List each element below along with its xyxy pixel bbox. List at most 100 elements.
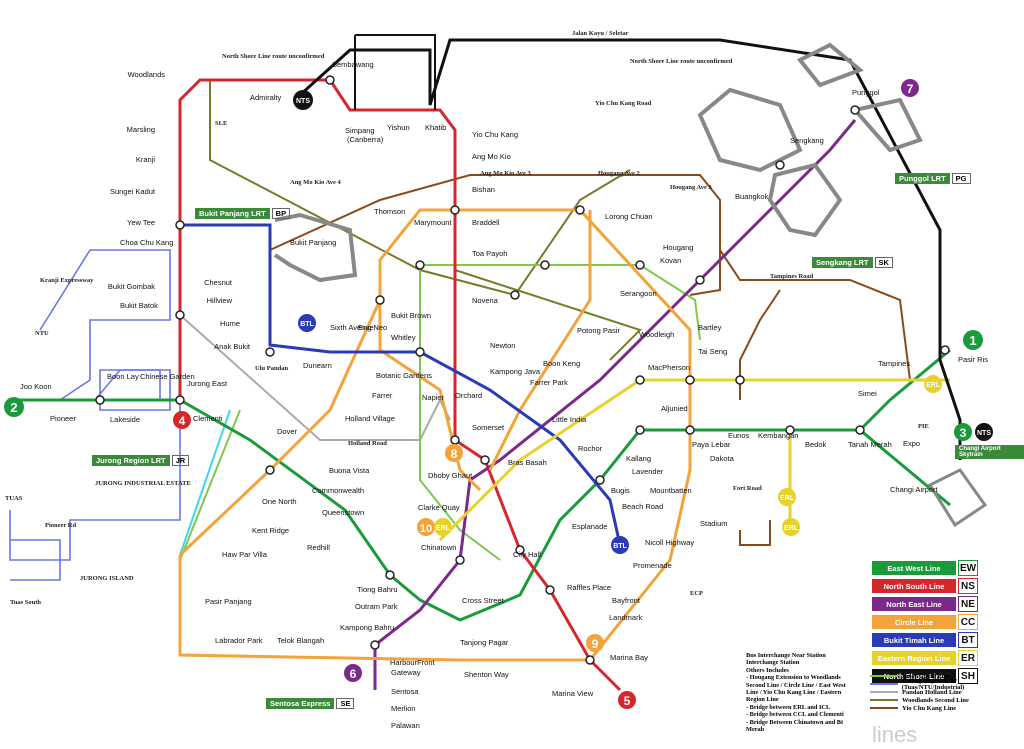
station-label: One North bbox=[262, 497, 297, 506]
station-label: Haw Par Villa bbox=[222, 550, 268, 559]
station-label: Tai Seng bbox=[698, 347, 727, 356]
minor-legend-swatch bbox=[870, 706, 898, 710]
station-label: Simpang bbox=[345, 126, 375, 135]
station-label: Tampines bbox=[878, 359, 910, 368]
station-label: Chesnut bbox=[204, 278, 233, 287]
svg-text:ERL: ERL bbox=[926, 382, 941, 389]
station-label: Orchard bbox=[455, 391, 482, 400]
station-label: Woodleigh bbox=[639, 330, 674, 339]
badge-2: 2 bbox=[10, 400, 17, 415]
station-label: Sentosa bbox=[391, 687, 419, 696]
station-label: Kovan bbox=[660, 256, 681, 265]
station-label: Khatib bbox=[425, 123, 446, 132]
station-label: Kranji bbox=[136, 155, 156, 164]
minor-legend-swatch bbox=[870, 698, 898, 702]
minor-legend-row: Inner Circle Line bbox=[870, 672, 1020, 680]
badge-3: 3 bbox=[960, 426, 967, 440]
minor-legend-swatch bbox=[870, 690, 898, 694]
bukit-timah-line bbox=[180, 223, 622, 546]
punggol-lrt-east bbox=[851, 97, 923, 153]
legend-line-code: SH bbox=[958, 668, 978, 684]
station-label: Bukit Brown bbox=[391, 311, 431, 320]
minor-legend-row: Pandan Holland Line bbox=[870, 688, 1020, 696]
station-label: Redhill bbox=[307, 543, 330, 552]
circle-line-branch bbox=[378, 300, 482, 492]
road-labels: North Shore Line route unconfirmedNorth … bbox=[5, 30, 929, 606]
station-label: Marina View bbox=[552, 689, 594, 698]
station-label: Anak Bukit bbox=[214, 342, 251, 351]
legend-line-label: Circle Line bbox=[872, 615, 956, 629]
road-label: Holland Road bbox=[348, 440, 387, 447]
legend-line-code: ER bbox=[958, 650, 978, 666]
badge-7: 7 bbox=[907, 82, 914, 96]
station-label: Tanjong Pagar bbox=[460, 638, 509, 647]
station-label: Promenade bbox=[633, 561, 672, 570]
station-label: Napier bbox=[422, 393, 445, 402]
road-label: Pioneer Rd bbox=[45, 522, 76, 529]
station-label: Kampong Bahru bbox=[340, 623, 394, 632]
station-label: Cross Street bbox=[462, 596, 505, 605]
station-label: Lakeside bbox=[110, 415, 140, 424]
road-label: Hougang Ave 3 bbox=[670, 184, 713, 191]
station-label: Joo Koon bbox=[20, 382, 52, 391]
station-label: Queenstown bbox=[322, 508, 364, 517]
minor-legend-label: Yio Chu Kang Line bbox=[902, 704, 957, 712]
station-label: Punggol bbox=[852, 88, 880, 97]
station-label: Dover bbox=[277, 427, 298, 436]
station-label: Bras Basah bbox=[508, 458, 547, 467]
road-label: Ang Mo Kio Ave 4 bbox=[290, 179, 342, 186]
station-label: MacPherson bbox=[648, 363, 690, 372]
minor-legend-swatch bbox=[870, 674, 898, 678]
note-line: Line / Yio Chu Kang Line / Eastern bbox=[746, 689, 842, 697]
road-label: TUAS bbox=[5, 495, 23, 502]
station-label: (Canberra) bbox=[347, 135, 384, 144]
station-label: Sixth Avenue bbox=[330, 323, 374, 332]
interchanges bbox=[95, 75, 950, 665]
badge-4: 4 bbox=[179, 414, 186, 428]
station-label: Yishun bbox=[387, 123, 410, 132]
road-label: Ulu Pandan bbox=[255, 365, 288, 372]
bukit-panjang-lrt-label: Bukit Panjang LRT bbox=[195, 208, 270, 219]
station-label: Eng Neo bbox=[358, 323, 387, 332]
station-label: Shenton Way bbox=[464, 670, 509, 679]
station-label: Thomson bbox=[374, 207, 405, 216]
station-label: Buangkok bbox=[735, 192, 769, 201]
station-label: Choa Chu Kang bbox=[120, 238, 173, 247]
station-label: Kampong Java bbox=[490, 367, 541, 376]
station-label: Hougang bbox=[663, 243, 693, 252]
svg-text:NTS: NTS bbox=[296, 98, 310, 105]
station-label: Dunearn bbox=[303, 361, 332, 370]
station-label: Sembawang bbox=[332, 60, 374, 69]
legend-line-label: North Shore Line bbox=[872, 669, 956, 683]
legend-line-code: NE bbox=[958, 596, 978, 612]
badge-8: 8 bbox=[451, 447, 458, 461]
svg-text:ERL: ERL bbox=[780, 495, 795, 502]
minor-legend-row: Woodlands Second Line bbox=[870, 696, 1020, 704]
station-label: Tanah Merah bbox=[848, 440, 892, 449]
station-label: Kent Ridge bbox=[252, 526, 289, 535]
north-shore-line bbox=[298, 38, 962, 460]
station-label: Kallang bbox=[626, 454, 651, 463]
station-label: Expo bbox=[903, 439, 920, 448]
station-label: Dakota bbox=[710, 454, 735, 463]
minor-legend-swatch bbox=[870, 682, 898, 686]
station-label: Yew Tee bbox=[127, 218, 155, 227]
station-label: Lorong Chuan bbox=[605, 212, 653, 221]
station-label: Rochor bbox=[578, 444, 603, 453]
station-label: Mountbatten bbox=[650, 486, 692, 495]
station-label: Novena bbox=[472, 296, 499, 305]
road-label: ECP bbox=[690, 590, 703, 597]
station-label: Dhoby Ghaut bbox=[428, 471, 473, 480]
note-line: - Hougang Extension to Woodlands bbox=[746, 674, 841, 682]
road-label: North Shore Line route unconfirmed bbox=[630, 58, 733, 65]
minor-legend-label: Woodlands Second Line bbox=[902, 696, 969, 704]
station-label: City Hall bbox=[513, 550, 541, 559]
